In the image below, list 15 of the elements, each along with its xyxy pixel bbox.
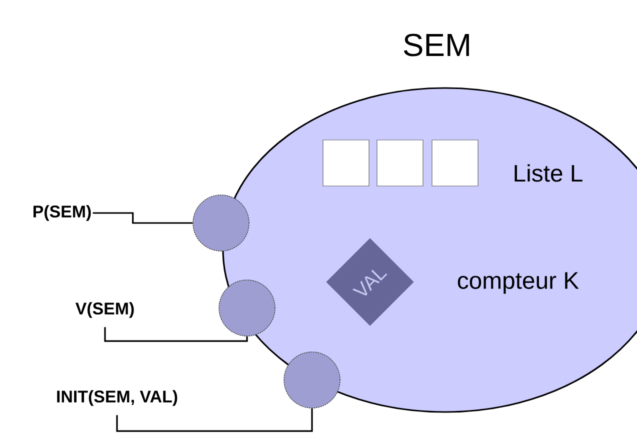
operation-label: V(SEM): [75, 302, 134, 318]
list-cell: [432, 140, 478, 186]
connector-line: [92, 212, 193, 224]
operation-label: P(SEM): [34, 205, 91, 221]
operation-label: INIT(SEM, VAL): [57, 390, 178, 406]
counter-label: compteur K: [458, 272, 579, 294]
port-circle: [284, 352, 340, 408]
list-cell: [322, 140, 370, 186]
heading: SEM: [404, 34, 469, 56]
list-label: Liste L: [514, 164, 582, 182]
connector-line: [104, 327, 248, 342]
port-circle: [192, 194, 250, 252]
connector-line: [116, 408, 313, 432]
list-cell: [376, 140, 424, 186]
port-circle: [218, 280, 276, 336]
